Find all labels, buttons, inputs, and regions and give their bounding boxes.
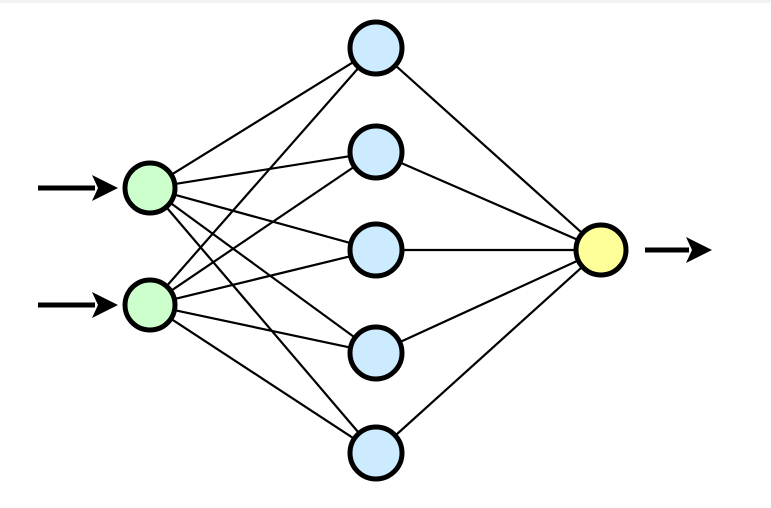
input-arrow-2-head-icon — [92, 292, 118, 318]
edge-h5-o1 — [393, 264, 585, 438]
hidden-node-2[interactable] — [347, 123, 405, 181]
input-arrow-1 — [38, 175, 118, 201]
edge-h4-o1 — [397, 258, 581, 344]
edge-h2-o1 — [397, 160, 581, 242]
edge-i1-h5 — [164, 205, 361, 436]
edge-i2-h5 — [168, 317, 357, 441]
edge-i1-h3 — [172, 193, 353, 245]
edge-i2-h3 — [172, 254, 353, 301]
edge-i2-h4 — [172, 308, 353, 349]
top-edge-band — [0, 0, 771, 3]
hidden-node-3[interactable] — [347, 221, 405, 279]
hidden-node-5[interactable] — [347, 424, 405, 482]
output-arrow-1 — [645, 237, 712, 263]
edge-i1-h2 — [172, 154, 353, 186]
hidden-node-4[interactable] — [347, 324, 405, 382]
edge-i2-h2 — [168, 164, 357, 293]
input-node-2[interactable] — [122, 277, 178, 333]
edges-group — [164, 60, 585, 441]
output-node-1[interactable] — [573, 222, 629, 278]
input-arrow-1-head-icon — [92, 175, 118, 201]
edge-h1-o1 — [393, 63, 585, 236]
edge-i1-h4 — [168, 201, 357, 340]
input-arrow-2 — [38, 292, 118, 318]
io-arrows-group — [38, 175, 712, 318]
hidden-node-1[interactable] — [347, 19, 405, 77]
edge-i2-h1 — [164, 65, 361, 289]
nodes-group — [122, 19, 629, 482]
output-arrow-1-head-icon — [686, 237, 712, 263]
input-node-1[interactable] — [122, 160, 178, 216]
edge-i1-h1 — [169, 60, 356, 177]
